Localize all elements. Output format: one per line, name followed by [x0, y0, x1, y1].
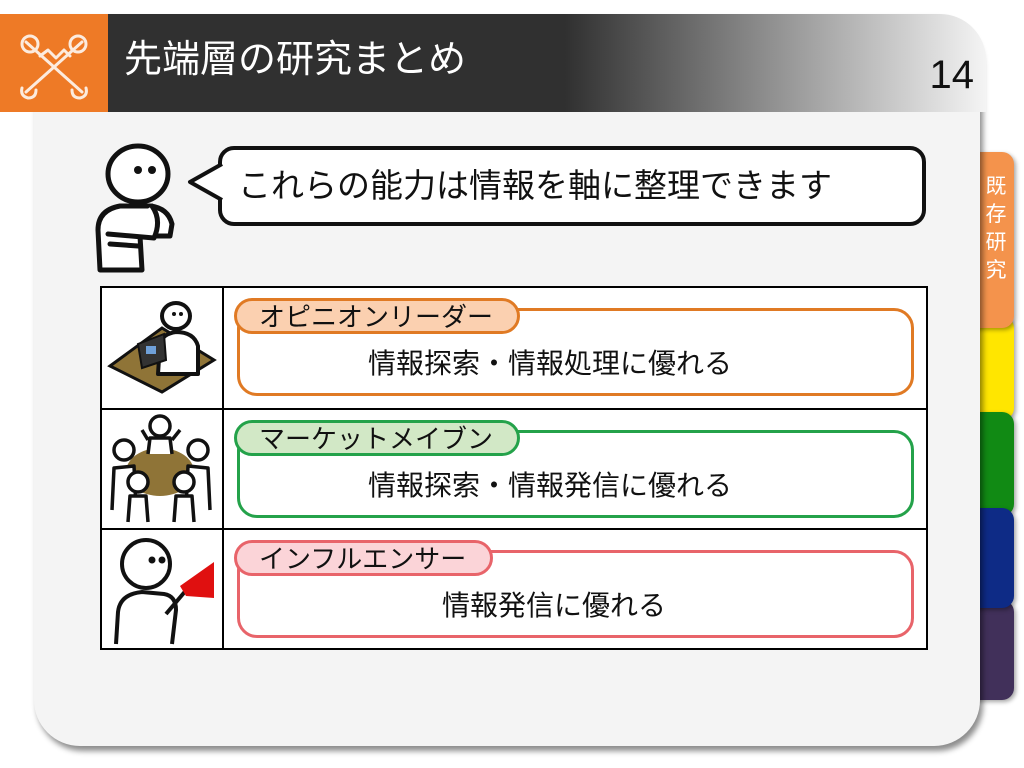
- row-tag: マーケットメイブン: [234, 420, 521, 456]
- icon-cell: [102, 530, 224, 648]
- row-description: 情報探索・情報処理に優れる: [368, 347, 733, 380]
- slide-header: 先端層の研究まとめ 14: [0, 14, 986, 112]
- row-box: [237, 430, 914, 518]
- row-tag: インフルエンサー: [234, 540, 494, 576]
- row-tag: オピニオンリーダー: [234, 298, 521, 334]
- title-bar: 先端層の研究まとめ 14: [108, 14, 986, 112]
- thinking-person-icon: [95, 143, 175, 273]
- table-row: マーケットメイブン 情報探索・情報発信に優れる: [102, 408, 926, 528]
- person-laptop-icon: [107, 301, 217, 394]
- page-title: 先端層の研究まとめ: [124, 37, 467, 81]
- person-megaphone-icon: [114, 538, 214, 645]
- row-description: 情報発信に優れる: [442, 589, 667, 622]
- speech-bubble: これらの能力は情報を軸に整理できます: [218, 146, 926, 226]
- icon-cell: [102, 288, 224, 408]
- summary-table: オピニオンリーダー 情報探索・情報処理に優れる: [100, 286, 928, 650]
- group-meeting-icon: [110, 414, 212, 523]
- icon-cell: [102, 410, 224, 528]
- tab-label: 既存研究: [985, 174, 1007, 282]
- logo-icon: [0, 14, 108, 112]
- row-description: 情報探索・情報発信に優れる: [368, 469, 733, 502]
- page-number: 14: [929, 53, 975, 97]
- speech-tail-icon: [188, 162, 226, 202]
- speech-text: これらの能力は情報を軸に整理できます: [238, 166, 832, 205]
- table-row: インフルエンサー 情報発信に優れる: [102, 528, 926, 648]
- table-row: オピニオンリーダー 情報探索・情報処理に優れる: [102, 288, 926, 408]
